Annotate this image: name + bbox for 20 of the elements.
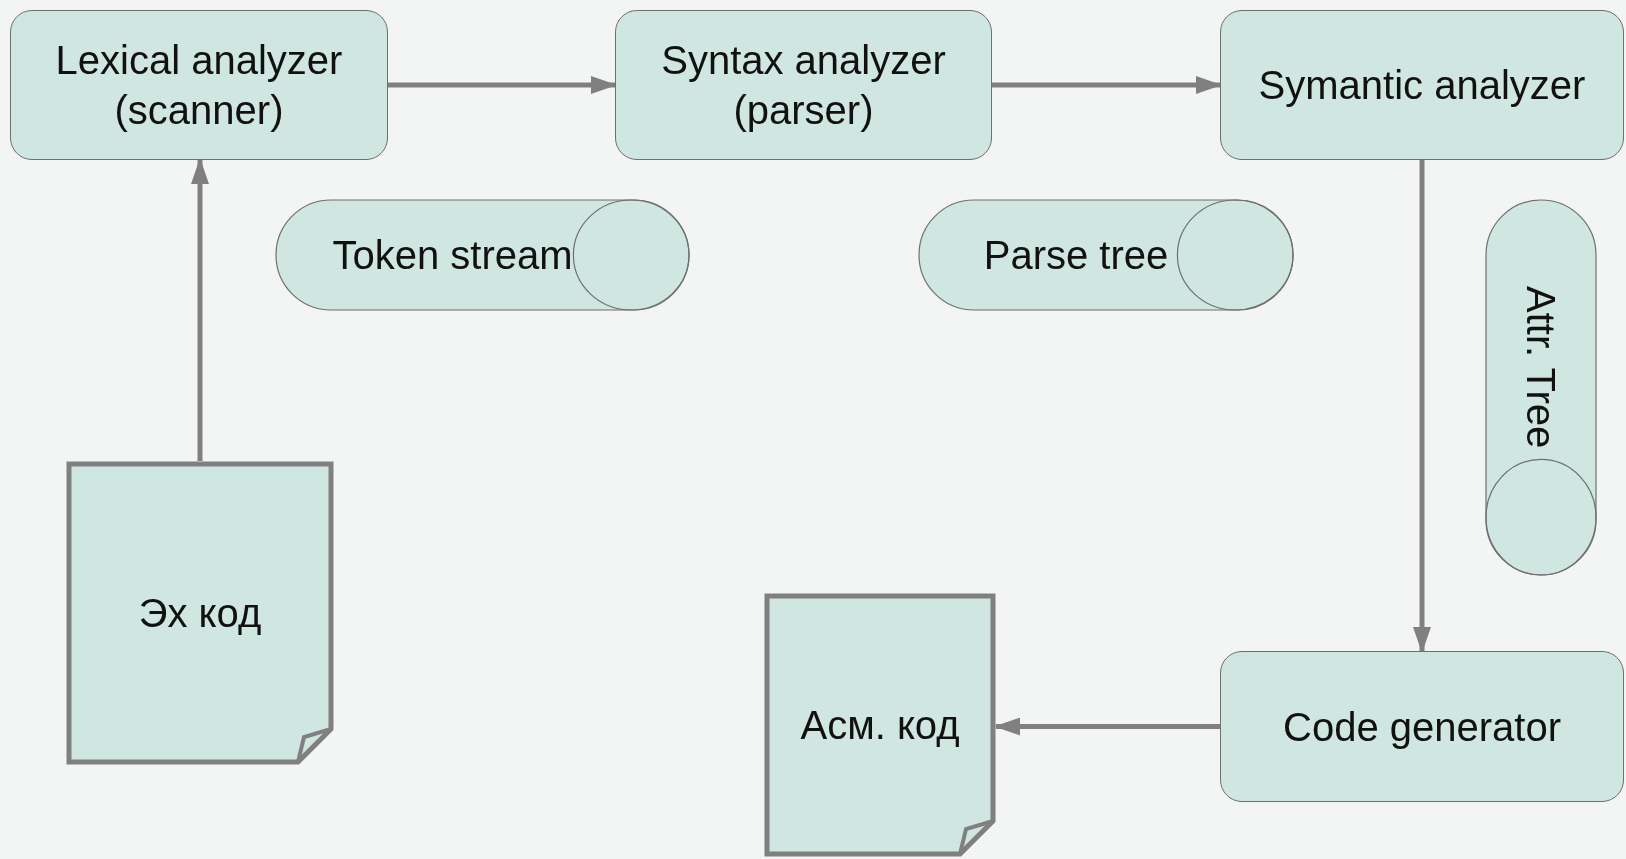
arrow [388,76,617,94]
process-box [615,10,992,160]
arrow [992,76,1222,94]
document-shape [66,461,334,765]
arrow [994,717,1220,736]
document-shape [764,593,996,857]
node-label: Lexical analyzer (scanner) [54,37,344,134]
node-label: Symantic analyzer [1257,62,1587,109]
node-label: Code generator [1282,703,1562,751]
node-label: Parse tree [983,232,1170,279]
process-box [1220,651,1624,802]
node-label: Syntax analyzer (parser) [660,37,947,134]
process-box [1220,10,1624,160]
node-label: Эх код [137,590,263,637]
node-label: Token stream [332,232,574,279]
node-label: Асм. код [799,702,961,749]
node-label: Attr. Tree [1518,286,1564,451]
arrow [191,158,209,461]
process-box [10,10,388,160]
arrow [1413,160,1431,653]
